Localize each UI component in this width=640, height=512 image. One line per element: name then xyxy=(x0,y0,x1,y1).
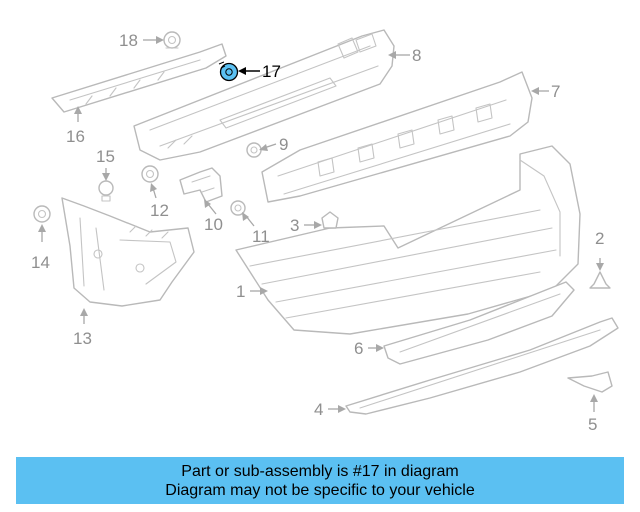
part-6-lower-trim xyxy=(383,281,575,365)
part-9-clip xyxy=(246,142,262,158)
callout-5: 5 xyxy=(588,415,597,434)
part-1-bumper-cover xyxy=(235,145,581,335)
part-8-reinforcement-beam xyxy=(133,29,395,161)
callout-7: 7 xyxy=(551,82,560,101)
part-10-bracket xyxy=(179,167,223,203)
part-4-lower-valance xyxy=(345,317,619,415)
part-12-grommet xyxy=(141,165,159,183)
callout-16: 16 xyxy=(66,127,85,146)
part-3-clip xyxy=(321,211,339,229)
banner-line-part-info: Part or sub-assembly is #17 in diagram xyxy=(181,463,459,480)
callout-6: 6 xyxy=(354,339,363,358)
banner-line-disclaimer: Diagram may not be specific to your vehi… xyxy=(165,482,475,499)
callout-13: 13 xyxy=(73,329,92,348)
callout-17-highlighted: 17 xyxy=(262,62,281,81)
callout-leaders xyxy=(38,36,604,413)
part-18-clip xyxy=(163,31,181,49)
part-5-small-bracket xyxy=(567,371,613,393)
part-13-side-bracket xyxy=(61,197,195,307)
callout-8: 8 xyxy=(412,46,421,65)
part-14-grommet xyxy=(33,205,51,223)
callout-15: 15 xyxy=(96,147,115,166)
callout-4: 4 xyxy=(314,400,323,419)
callout-14: 14 xyxy=(31,253,50,272)
callout-3: 3 xyxy=(290,216,299,235)
part-7-energy-absorber xyxy=(261,71,533,203)
part-16-bracket-strip xyxy=(51,43,227,113)
callout-18: 18 xyxy=(119,31,138,50)
callout-10: 10 xyxy=(204,215,223,234)
part-17-bolt-highlighted xyxy=(218,61,239,82)
callout-labels: 18 17 8 7 9 16 15 12 10 11 3 14 13 2 1 6… xyxy=(31,31,604,434)
parts-diagram: 18 17 8 7 9 16 15 12 10 11 3 14 13 2 1 6… xyxy=(31,29,619,434)
part-15-bolt xyxy=(98,180,114,202)
callout-11: 11 xyxy=(252,227,270,246)
callout-2: 2 xyxy=(595,229,604,248)
part-11-clip xyxy=(230,200,246,216)
part-2-clip xyxy=(589,271,611,289)
callout-1: 1 xyxy=(236,282,245,301)
callout-12: 12 xyxy=(150,201,169,220)
callout-9: 9 xyxy=(279,135,288,154)
info-banner: Part or sub-assembly is #17 in diagram D… xyxy=(16,457,624,504)
